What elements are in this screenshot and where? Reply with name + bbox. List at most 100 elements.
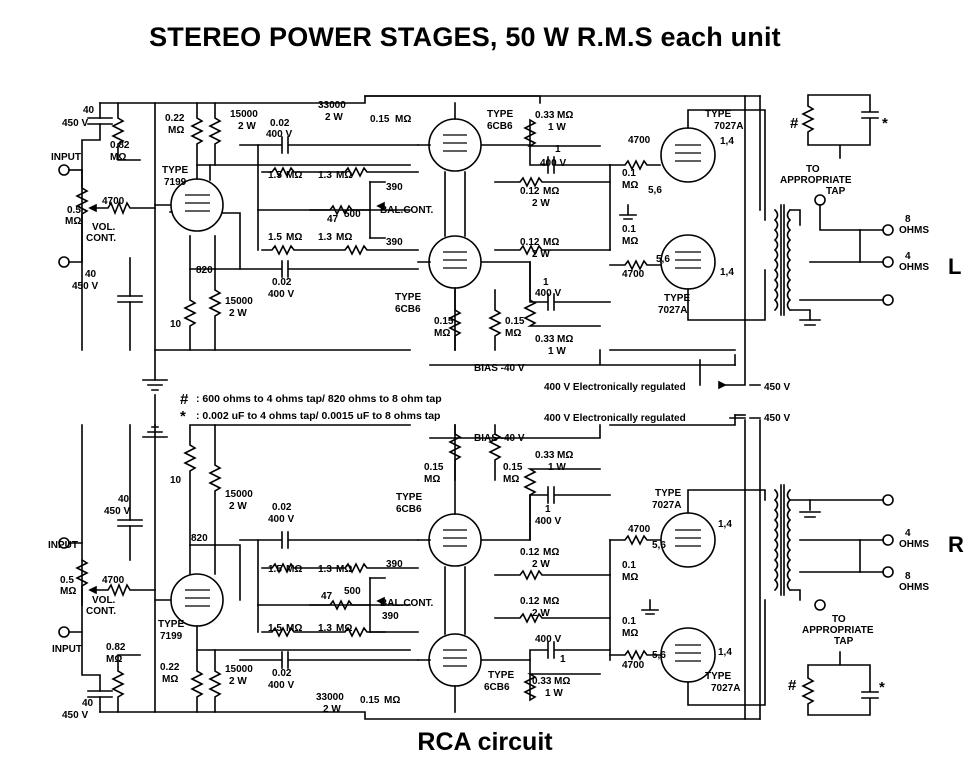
to-label-r: TO xyxy=(832,614,846,625)
r-015f-label: 0.15 xyxy=(503,462,523,473)
star-symbol-l: * xyxy=(882,115,888,132)
input-label-r: INPUT xyxy=(48,540,78,551)
note-hash-text: : 600 ohms to 4 ohms tap/ 820 ohms to 8 … xyxy=(196,393,442,405)
vol-label-r: VOL. xyxy=(92,595,116,606)
r-15000c-label: 15000 xyxy=(225,489,253,500)
r-082-unit: MΩ xyxy=(110,152,126,163)
vol-label: VOL. xyxy=(92,222,116,233)
cap-450v-label: 450 V xyxy=(62,118,88,129)
r-15000c-watts: 2 W xyxy=(229,501,247,512)
cap-1-label: 1 xyxy=(555,144,561,155)
cap-002d-volts: 400 V xyxy=(268,680,294,691)
cap-450vc-label: 450 V xyxy=(104,506,130,517)
r-015e-unit: MΩ xyxy=(424,474,440,485)
r-012-unit: MΩ xyxy=(543,186,559,197)
pot-500-label: 500 xyxy=(344,209,361,220)
pot-05-unit: MΩ xyxy=(65,216,81,227)
cont-label: CONT. xyxy=(86,233,116,244)
supply-label-l: 450 V xyxy=(764,382,790,393)
ohms4-word-r: OHMS xyxy=(899,539,929,550)
cap-1d-label: 1 xyxy=(560,654,566,665)
r-012c-label: 0.12 xyxy=(520,547,540,558)
cap-002-label: 0.02 xyxy=(270,118,290,129)
r-015e-label: 0.15 xyxy=(424,462,444,473)
type-6cb6-d: TYPE xyxy=(488,670,514,681)
cap-1-volts: 400 V xyxy=(540,158,566,169)
star-symbol-r: * xyxy=(879,679,885,696)
pins-56-c: 5,6 xyxy=(652,540,666,551)
r-13c-label: 1.3 xyxy=(318,564,332,575)
r-15000d-label: 15000 xyxy=(225,664,253,675)
r-33000-watts: 2 W xyxy=(325,112,343,123)
hash-symbol-r: # xyxy=(788,677,797,694)
pins-14-a: 1,4 xyxy=(720,136,734,147)
r-13d-label: 1.3 xyxy=(318,623,332,634)
type-7027a-d: TYPE xyxy=(705,671,731,682)
r-012c-unit: MΩ xyxy=(543,547,559,558)
cap-40d-label: 40 xyxy=(82,698,94,709)
type-label: TYPE xyxy=(162,165,188,176)
r-022b-unit: MΩ xyxy=(162,674,178,685)
note-star-text: : 0.002 uF to 4 ohms tap/ 0.0015 uF to 8… xyxy=(196,410,440,422)
right-channel-marker: R xyxy=(948,532,964,557)
r-01d-label: 0.1 xyxy=(622,616,636,627)
r-01c-label: 0.1 xyxy=(622,560,636,571)
tube-6cb6-d: 6CB6 xyxy=(484,682,510,693)
r-13d-unit: MΩ xyxy=(336,623,352,634)
r-13b-label: 1.3 xyxy=(318,232,332,243)
hash-symbol-l: # xyxy=(790,115,799,132)
pins-56-d: 5,6 xyxy=(652,650,666,661)
cap-450vb-label: 450 V xyxy=(72,281,98,292)
ohms4-word-l: OHMS xyxy=(899,262,929,273)
cap-40c-label: 40 xyxy=(118,494,130,505)
r-012b-label: 0.12 xyxy=(520,237,540,248)
cap-002-volts: 400 V xyxy=(266,129,292,140)
tube-6cb6-a: 6CB6 xyxy=(487,121,513,132)
r-10b-label: 10 xyxy=(170,475,182,486)
r-015c-label: 0.15 xyxy=(505,316,525,327)
r-15c-label: 1.5 xyxy=(268,564,282,575)
r-13-unit: MΩ xyxy=(336,170,352,181)
r-15000b-watts: 2 W xyxy=(229,308,247,319)
tube-7027a-c: 7027A xyxy=(652,500,681,511)
ohms8-word-l: OHMS xyxy=(899,225,929,236)
r-15000-label: 15000 xyxy=(230,109,258,120)
r-13-label: 1.3 xyxy=(318,170,332,181)
type-6cb6-c: TYPE xyxy=(396,492,422,503)
r-015d-unit: MΩ xyxy=(384,695,400,706)
cap-1c-label: 1 xyxy=(545,504,551,515)
type-7027a-b: TYPE xyxy=(664,293,690,304)
r-390b-label: 390 xyxy=(386,237,403,248)
type-label-r: TYPE xyxy=(158,619,184,630)
r-015f-unit: MΩ xyxy=(503,474,519,485)
pins-14-b: 1,4 xyxy=(720,267,734,278)
cap-1b-volts: 400 V xyxy=(535,288,561,299)
r-4700b-label: 4700 xyxy=(628,135,651,146)
cap-40b-label: 40 xyxy=(85,269,97,280)
r-015b-label: 0.15 xyxy=(434,316,454,327)
cap-002c-label: 0.02 xyxy=(272,502,292,513)
r-15c-unit: MΩ xyxy=(286,564,302,575)
r-01b-label: 0.1 xyxy=(622,224,636,235)
r-022-label: 0.22 xyxy=(165,113,185,124)
bias-label-l: BIAS -40 V xyxy=(474,363,525,374)
right-channel-wiring xyxy=(58,394,894,720)
note-hash-symbol: # xyxy=(180,391,189,408)
regulated-label-l: 400 V Electronically regulated xyxy=(544,382,686,393)
pot-05b-label: 0.5 xyxy=(60,575,74,586)
r-033d-label: 0.33 xyxy=(532,676,552,687)
supply-label-r: 450 V xyxy=(764,413,790,424)
r-4700d-label: 4700 xyxy=(102,575,125,586)
r-15000-watts: 2 W xyxy=(238,121,256,132)
left-channel-wiring xyxy=(58,94,894,391)
cap-002d-label: 0.02 xyxy=(272,668,292,679)
circuit-credit: RCA circuit xyxy=(417,728,553,756)
ohms8-num-l: 8 xyxy=(905,214,911,225)
input-label-r2: INPUT xyxy=(52,644,82,655)
tube-7199-label-r: 7199 xyxy=(160,631,183,642)
r-390-label: 390 xyxy=(386,182,403,193)
r-13b-unit: MΩ xyxy=(336,232,352,243)
cap-1d-volts: 400 V xyxy=(535,634,561,645)
to-label-l: TO xyxy=(806,164,820,175)
